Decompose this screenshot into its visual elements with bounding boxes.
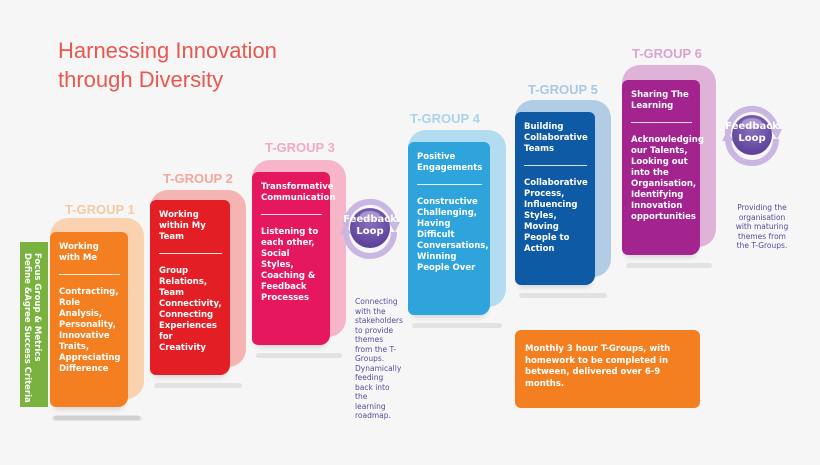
divider bbox=[59, 274, 120, 275]
card-shadow bbox=[626, 263, 712, 268]
card-shadow bbox=[154, 383, 242, 388]
divider bbox=[631, 122, 692, 123]
t-group-card: Sharing The Learning Acknowledging our T… bbox=[622, 80, 704, 255]
t-group-body: Group Relations, Team Connectivity, Conn… bbox=[159, 266, 222, 353]
t-group-label: T-GROUP 2 bbox=[163, 171, 233, 186]
card-shadow bbox=[256, 353, 342, 358]
success-criteria-text: Define &Agree Success Criteria bbox=[22, 253, 32, 403]
t-group-label: T-GROUP 6 bbox=[632, 46, 702, 61]
feedback-loop-1: Feedback Loop bbox=[338, 196, 402, 260]
card-shadow bbox=[412, 323, 502, 328]
feedback-loop-label: Feedback Loop bbox=[725, 121, 779, 144]
feedback-loop-label: Feedback Loop bbox=[343, 214, 397, 237]
t-group-label: T-GROUP 1 bbox=[65, 202, 135, 217]
t-group-card: Building Collaborative Teams Collaborati… bbox=[515, 112, 595, 285]
t-group-body: Listening to each other, Social Styles, … bbox=[261, 227, 319, 303]
t-group-heading: Transformative Communication bbox=[261, 182, 336, 203]
card-shadow bbox=[519, 293, 607, 298]
page-title: Harnessing Innovation through Diversity bbox=[58, 36, 277, 94]
t-group-label: T-GROUP 4 bbox=[410, 111, 480, 126]
t-group-body: Acknowledging our Talents, Looking out i… bbox=[631, 135, 704, 222]
t-group-body: Contracting, Role Analysis, Personality,… bbox=[59, 287, 121, 374]
feedback-loop-2: Feedback Loop bbox=[720, 103, 784, 167]
card-shadow bbox=[54, 415, 140, 420]
divider bbox=[159, 253, 222, 254]
t-group-card: Transformative Communication Listening t… bbox=[252, 172, 336, 345]
t-group-label: T-GROUP 5 bbox=[528, 82, 598, 97]
t-group-heading: Building Collaborative Teams bbox=[524, 122, 588, 154]
feedback-note-1: Connecting with the stakeholders to prov… bbox=[355, 297, 403, 420]
divider bbox=[524, 165, 587, 166]
t-group-heading: Sharing The Learning bbox=[631, 90, 689, 111]
t-group-heading: Positive Engagements bbox=[417, 152, 483, 173]
t-group-label: T-GROUP 3 bbox=[265, 140, 335, 155]
t-group-heading: Working with Me bbox=[59, 242, 99, 263]
feedback-note-2: Providing the organisation with maturing… bbox=[735, 203, 789, 250]
t-group-card: Working within My Team Group Relations, … bbox=[150, 200, 230, 375]
cycle-arrows-icon bbox=[722, 105, 782, 166]
t-group-body: Constructive Challenging, Having Difficu… bbox=[417, 197, 489, 273]
divider bbox=[417, 184, 482, 185]
t-group-card: Working with Me Contracting, Role Analys… bbox=[50, 232, 128, 407]
t-group-heading: Working within My Team bbox=[159, 210, 206, 242]
t-group-body: Collaborative Process, Influencing Style… bbox=[524, 178, 588, 254]
focus-group-text: Focus Group & Metrics bbox=[32, 253, 42, 362]
schedule-summary-text: Monthly 3 hour T-Groups, with homework t… bbox=[525, 344, 671, 389]
cycle-arrows-icon bbox=[340, 198, 400, 259]
divider bbox=[261, 214, 322, 215]
title-line-2: through Diversity bbox=[58, 67, 224, 92]
title-line-1: Harnessing Innovation bbox=[58, 38, 277, 63]
schedule-summary-box: Monthly 3 hour T-Groups, with homework t… bbox=[515, 330, 700, 408]
t-group-card: Positive Engagements Constructive Challe… bbox=[408, 142, 490, 315]
